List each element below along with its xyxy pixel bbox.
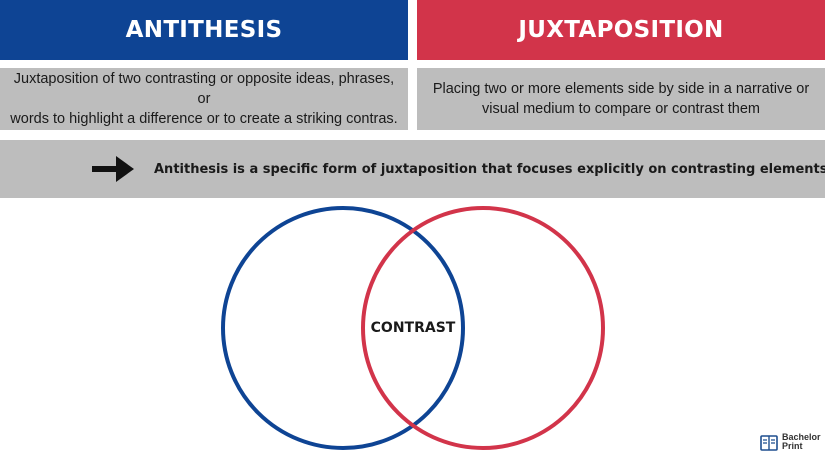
antithesis-description: Juxtaposition of two contrasting or oppo…	[0, 68, 408, 130]
antithesis-circle	[221, 206, 465, 450]
juxtaposition-description-line2: visual medium to compare or contrast the…	[481, 101, 761, 117]
relationship-banner: Antithesis is a specific form of juxtapo…	[0, 140, 825, 198]
juxtaposition-header: JUXTAPOSITION	[417, 0, 825, 60]
logo-text-line2: Print	[782, 441, 803, 451]
logo-text-line1: Bachelor	[782, 432, 821, 442]
antithesis-header: ANTITHESIS	[0, 0, 408, 60]
venn-overlap-label: CONTRAST	[370, 320, 456, 336]
relationship-statement: Antithesis is a specific form of juxtapo…	[154, 161, 825, 177]
juxtaposition-circle	[361, 206, 605, 450]
juxtaposition-description: Placing two or more elements side by sid…	[417, 68, 825, 130]
book-logo-icon	[760, 435, 778, 451]
juxtaposition-title: JUXTAPOSITION	[518, 17, 724, 43]
venn-diagram	[221, 206, 605, 450]
brand-logo: Bachelor Print	[760, 432, 821, 454]
antithesis-title: ANTITHESIS	[125, 17, 283, 43]
juxtaposition-description-line1: Placing two or more elements side by sid…	[432, 81, 810, 97]
antithesis-description-line1: Juxtaposition of two contrasting or oppo…	[13, 71, 395, 107]
arrow-right-icon	[92, 156, 134, 182]
antithesis-description-line2: words to highlight a difference or to cr…	[10, 111, 398, 127]
